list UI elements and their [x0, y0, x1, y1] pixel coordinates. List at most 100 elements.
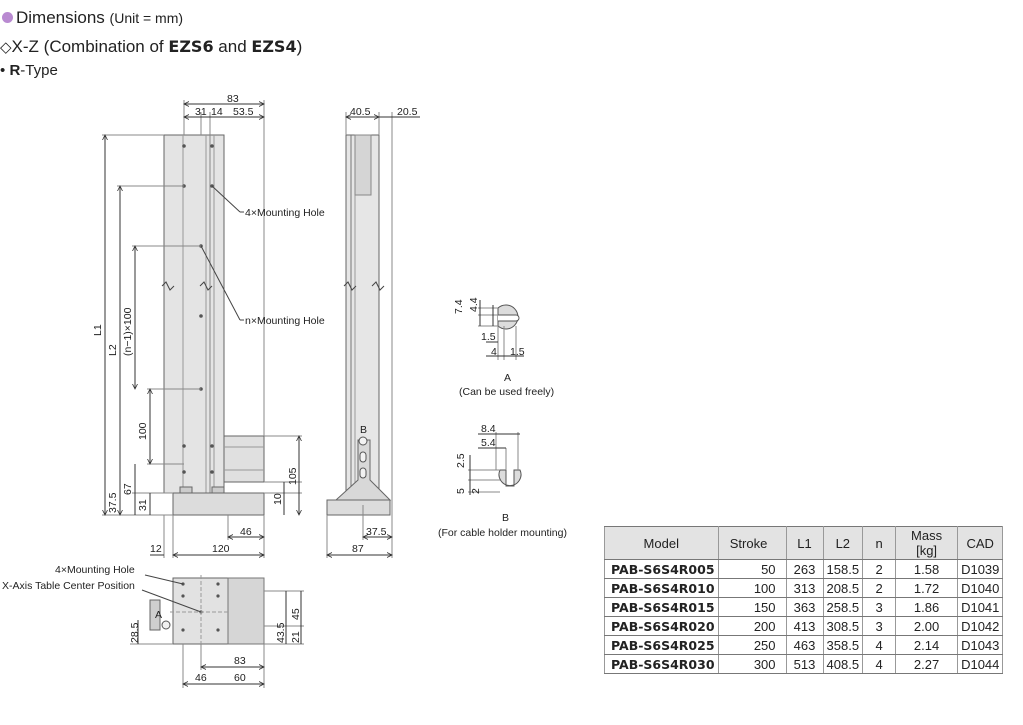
dim-40-5: 40.5 — [350, 106, 371, 118]
cell-mass: 2.27 — [895, 654, 959, 674]
type-letter: R — [9, 62, 21, 79]
dim-20-5: 20.5 — [397, 106, 418, 118]
side-view — [327, 112, 420, 558]
cell-stroke: 250 — [717, 635, 787, 655]
cell-l1: 363 — [785, 597, 824, 617]
table-row: PAB-S6S4R005 50 263 158.5 2 1.58 D1039 — [604, 559, 1004, 579]
cell-n: 2 — [862, 578, 897, 598]
cell-cad-link[interactable]: D1040 — [957, 578, 1004, 598]
cell-cad-link[interactable]: D1042 — [957, 616, 1004, 636]
front-view-labels: 83 31 14 53.5 4×Mounting Hole n×Mounting… — [92, 93, 325, 555]
col-l1: L1 — [785, 526, 824, 560]
dim-67: 67 — [122, 483, 134, 495]
label-4-mounting-hole: 4×Mounting Hole — [245, 207, 325, 219]
title-text: Dimensions — [16, 8, 105, 27]
dim-top-46: 46 — [195, 672, 207, 684]
table-row: PAB-S6S4R025 250 463 358.5 4 2.14 D1043 — [604, 635, 1004, 655]
label-top-4-mounting-hole: 4×Mounting Hole — [55, 564, 135, 576]
dim-top-83: 83 — [234, 655, 246, 667]
cell-cad-link[interactable]: D1043 — [957, 635, 1004, 655]
cell-mass: 2.14 — [895, 635, 959, 655]
dim-14: 14 — [211, 106, 223, 118]
dim-8-4: 8.4 — [481, 423, 496, 435]
cell-cad-link[interactable]: D1041 — [957, 597, 1004, 617]
base-plate — [172, 492, 265, 516]
cell-stroke: 150 — [717, 597, 787, 617]
dim-7-4: 7.4 — [453, 299, 465, 314]
dim-43-5: 43.5 — [275, 622, 287, 643]
dim-l1: L1 — [92, 324, 104, 336]
label-n-mounting-hole: n×Mounting Hole — [245, 315, 325, 327]
cell-stroke: 300 — [717, 654, 787, 674]
model-a: EZS6 — [168, 37, 214, 56]
cell-stroke: 100 — [717, 578, 787, 598]
unit-text: (Unit = mm) — [109, 10, 184, 26]
dim-21: 21 — [290, 631, 302, 643]
dim-28-5: 28.5 — [129, 622, 141, 643]
dim-53-5: 53.5 — [233, 106, 254, 118]
dim-83: 83 — [227, 93, 239, 105]
front-view — [102, 100, 302, 558]
cell-l2: 358.5 — [822, 635, 864, 655]
label-a-marker: A — [155, 609, 162, 621]
cell-cad-link[interactable]: D1039 — [957, 559, 1004, 579]
cell-model: PAB-S6S4R015 — [604, 597, 719, 617]
dim-1-5-a: 1.5 — [481, 331, 496, 343]
subtitle-suffix: ) — [296, 37, 303, 56]
dim-4-4: 4.4 — [468, 297, 480, 312]
cell-n: 2 — [862, 559, 897, 579]
top-view — [130, 574, 304, 688]
section-title: Dimensions (Unit = mm) — [0, 8, 183, 28]
detail-a-labels: 7.4 4.4 1.5 4 1.5 A (Can be used freely) — [453, 297, 554, 398]
dim-37-5: 37.5 — [107, 492, 119, 513]
dim-5: 5 — [455, 488, 467, 494]
dim-5-4: 5.4 — [481, 437, 496, 449]
col-l2: L2 — [822, 526, 864, 560]
cell-stroke: 200 — [717, 616, 787, 636]
cell-model: PAB-S6S4R005 — [604, 559, 719, 579]
cell-model: PAB-S6S4R030 — [604, 654, 719, 674]
dim-45: 45 — [290, 608, 302, 620]
bullet-dot-icon: • — [0, 62, 6, 79]
table-row: PAB-S6S4R010 100 313 208.5 2 1.72 D1040 — [604, 578, 1004, 598]
model-b: EZS4 — [251, 37, 297, 56]
cell-mass: 1.58 — [895, 559, 959, 579]
label-b-marker: B — [360, 424, 367, 436]
dim-n-minus-1-x-100: (n−1)×100 — [122, 307, 134, 356]
dim-120: 120 — [212, 543, 230, 555]
col-stroke: Stroke — [717, 526, 787, 560]
x-axis-body — [223, 435, 265, 483]
col-n: n — [862, 526, 897, 560]
cell-l1: 513 — [785, 654, 824, 674]
dim-l2: L2 — [107, 344, 119, 356]
dim-31: 31 — [195, 106, 207, 118]
detail-b-caption: (For cable holder mounting) — [438, 527, 567, 539]
type-label: • R-Type — [0, 62, 58, 79]
cell-l2: 408.5 — [822, 654, 864, 674]
cell-n: 3 — [862, 597, 897, 617]
detail-a-caption: (Can be used freely) — [459, 386, 554, 398]
diamond-icon: ◇ — [0, 39, 12, 56]
cell-l1: 313 — [785, 578, 824, 598]
cell-cad-link[interactable]: D1044 — [957, 654, 1004, 674]
table-row: PAB-S6S4R020 200 413 308.5 3 2.00 D1042 — [604, 616, 1004, 636]
subtitle: ◇X-Z (Combination of EZS6 and EZS4) — [0, 37, 302, 57]
cell-n: 4 — [862, 654, 897, 674]
dim-100: 100 — [137, 422, 149, 440]
col-cad: CAD — [957, 526, 1004, 560]
dim-46: 46 — [240, 526, 252, 538]
cell-l1: 463 — [785, 635, 824, 655]
dim-2: 2 — [470, 488, 482, 494]
dim-105: 105 — [287, 467, 299, 485]
cell-stroke: 50 — [717, 559, 787, 579]
dim-2-5: 2.5 — [455, 453, 467, 468]
cell-n: 3 — [862, 616, 897, 636]
dim-87: 87 — [352, 543, 364, 555]
label-x-axis-center: X-Axis Table Center Position — [2, 580, 135, 592]
dim-37-5-side: 37.5 — [366, 526, 387, 538]
table-row: PAB-S6S4R030 300 513 408.5 4 2.27 D1044 — [604, 654, 1004, 674]
cell-l1: 413 — [785, 616, 824, 636]
table-header-row: Model Stroke L1 L2 n Mass [kg] CAD — [604, 526, 1004, 560]
subtitle-and: and — [213, 37, 252, 56]
type-suffix: -Type — [20, 62, 58, 79]
